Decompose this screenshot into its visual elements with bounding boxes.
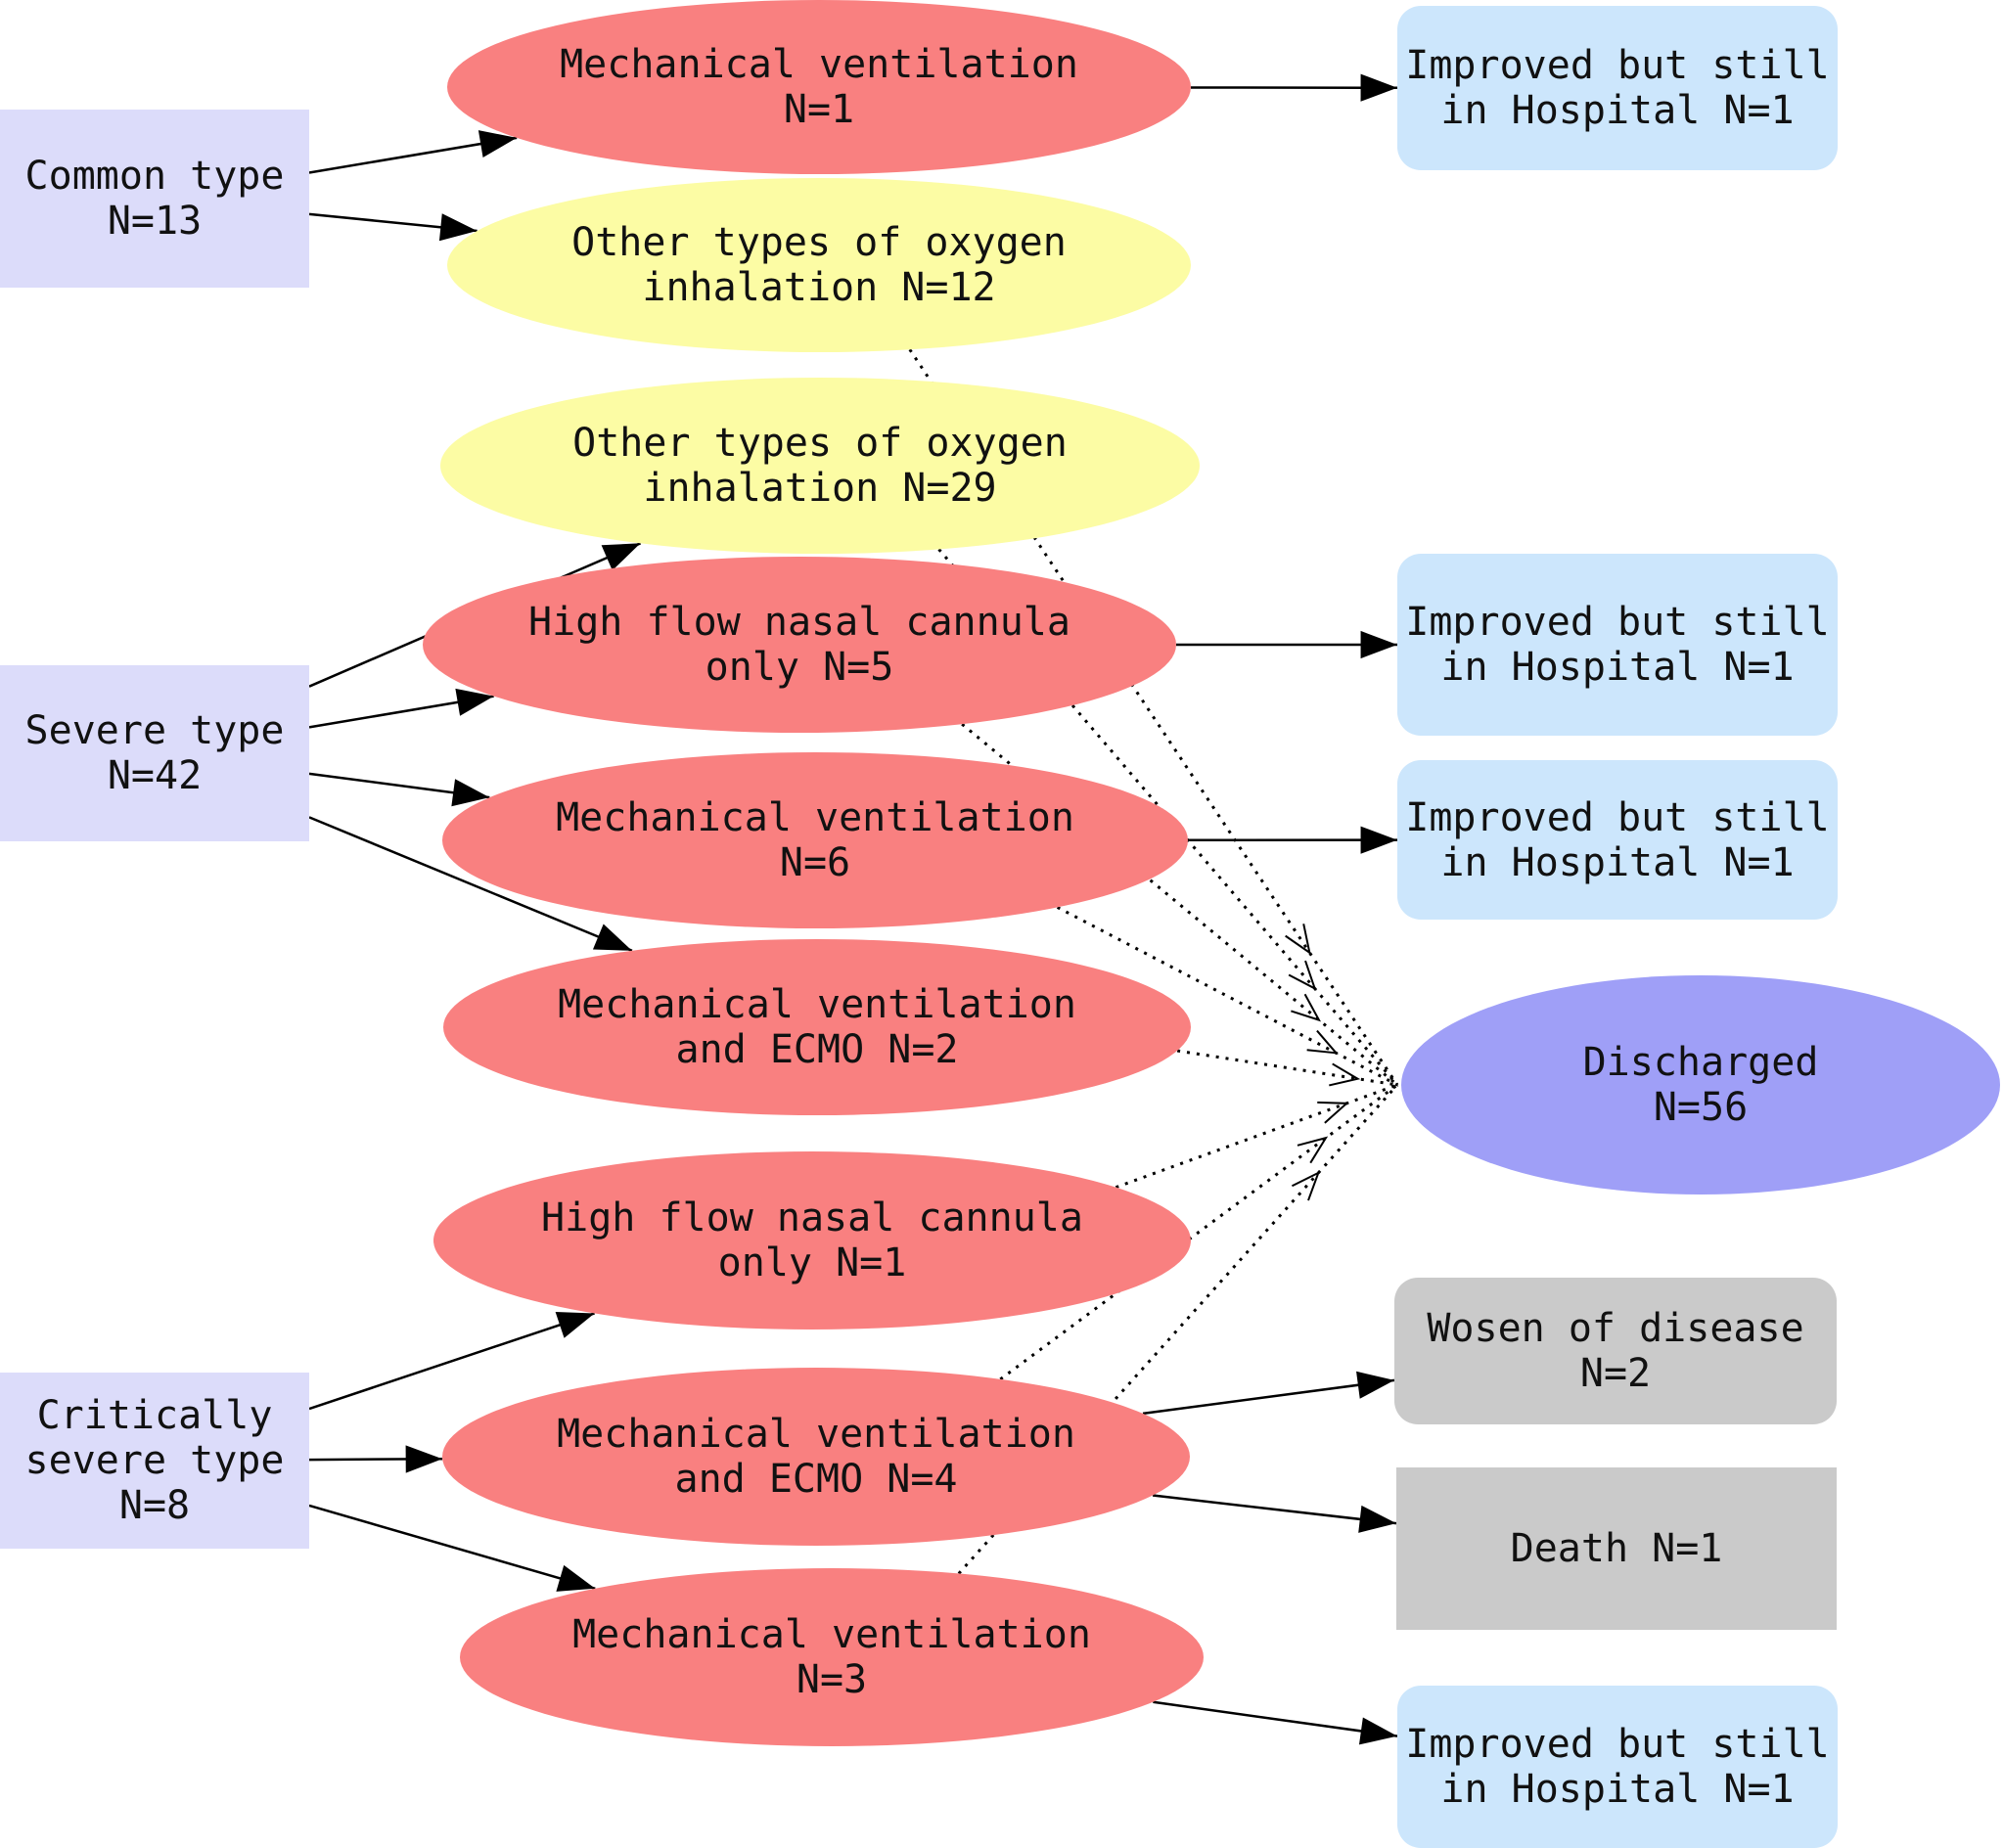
edge-s_hf-to-o_discharged bbox=[961, 723, 1398, 1087]
filled-arrowhead bbox=[1358, 1505, 1396, 1533]
critical-high-flow-nasal-node: High flow nasal cannula only N=1 bbox=[433, 1151, 1191, 1330]
open-arrowhead bbox=[1306, 1029, 1339, 1055]
edge-line bbox=[308, 816, 633, 952]
severe-high-flow-nasal-node: High flow nasal cannula only N=5 bbox=[423, 557, 1176, 733]
filled-arrowhead bbox=[1358, 1717, 1397, 1745]
edge-c_mv-to-o_imp1 bbox=[1190, 73, 1398, 102]
edge-s_hf-to-o_imp2 bbox=[1176, 630, 1397, 659]
severe-mechanical-ventilation-node: Mechanical ventilation N=6 bbox=[442, 752, 1188, 928]
critically-severe-type-node: Critically severe type N=8 bbox=[0, 1373, 309, 1549]
outcome-improved-node-1: Improved but still in Hospital N=1 bbox=[1397, 6, 1838, 170]
critical-ventilation-ecmo-node: Mechanical ventilation and ECMO N=4 bbox=[442, 1368, 1190, 1546]
edge-k_ecmo-to-o_worsen bbox=[1142, 1371, 1395, 1416]
open-arrowhead bbox=[1297, 1136, 1329, 1164]
edge-common-to-c_mv bbox=[308, 130, 518, 174]
open-arrowhead bbox=[1317, 1101, 1349, 1124]
open-arrowhead bbox=[1285, 924, 1311, 955]
filled-arrowhead bbox=[1360, 826, 1397, 854]
filled-arrowhead bbox=[1356, 1371, 1394, 1399]
open-arrowhead bbox=[1329, 1062, 1361, 1087]
edge-severe-to-s_mv bbox=[308, 772, 490, 807]
filled-arrowhead bbox=[556, 1564, 596, 1592]
open-arrowhead bbox=[1291, 1170, 1321, 1201]
edge-k_mv-to-o_imp4 bbox=[1153, 1700, 1398, 1745]
critical-mechanical-ventilation-node: Mechanical ventilation N=3 bbox=[460, 1568, 1204, 1746]
filled-arrowhead bbox=[555, 1311, 595, 1338]
common-type-node: Common type N=13 bbox=[0, 110, 309, 288]
edge-line bbox=[999, 1083, 1398, 1381]
edge-critical-to-k_ecmo bbox=[308, 1445, 443, 1473]
severe-other-oxygen-node: Other types of oxygen inhalation N=29 bbox=[440, 378, 1200, 554]
filled-arrowhead bbox=[451, 779, 490, 807]
severe-ventilation-ecmo-node: Mechanical ventilation and ECMO N=2 bbox=[443, 939, 1191, 1115]
edge-critical-to-k_mv bbox=[308, 1504, 596, 1592]
severe-type-node: Severe type N=42 bbox=[0, 665, 309, 841]
edge-line bbox=[1115, 1083, 1398, 1190]
edge-s_mv-to-o_discharged bbox=[1056, 906, 1398, 1087]
edge-severe-to-s_ecmo bbox=[308, 816, 633, 952]
filled-arrowhead bbox=[455, 688, 494, 716]
filled-arrowhead bbox=[601, 543, 641, 571]
edge-line bbox=[308, 1312, 595, 1411]
edge-k_hf-to-o_discharged bbox=[1115, 1083, 1398, 1190]
edge-line bbox=[961, 723, 1398, 1087]
outcome-improved-node-4: Improved but still in Hospital N=1 bbox=[1397, 1686, 1838, 1848]
filled-arrowhead bbox=[478, 130, 518, 158]
common-other-oxygen-node: Other types of oxygen inhalation N=12 bbox=[447, 178, 1191, 352]
edge-line bbox=[1142, 1378, 1395, 1416]
open-arrowhead bbox=[1291, 993, 1322, 1022]
outcome-death-node: Death N=1 bbox=[1396, 1467, 1837, 1630]
edge-s_mv-to-o_imp3 bbox=[1187, 826, 1398, 854]
filled-arrowhead bbox=[1360, 73, 1397, 102]
edge-s_ecmo-to-o_discharged bbox=[1176, 1049, 1398, 1087]
common-mechanical-ventilation-node: Mechanical ventilation N=1 bbox=[447, 0, 1191, 174]
edge-line bbox=[1152, 1494, 1397, 1525]
outcome-improved-node-2: Improved but still in Hospital N=1 bbox=[1397, 554, 1838, 736]
filled-arrowhead bbox=[438, 213, 478, 242]
filled-arrowhead bbox=[592, 924, 632, 951]
outcome-improved-node-3: Improved but still in Hospital N=1 bbox=[1397, 760, 1838, 920]
filled-arrowhead bbox=[405, 1445, 443, 1473]
filled-arrowhead bbox=[1360, 630, 1397, 659]
edge-line bbox=[1153, 1700, 1398, 1737]
edge-critical-to-k_hf bbox=[308, 1311, 595, 1411]
edge-severe-to-s_hf bbox=[308, 688, 494, 729]
edge-k_ecmo-to-o_death bbox=[1152, 1494, 1397, 1533]
outcome-discharged-node: Discharged N=56 bbox=[1401, 975, 2000, 1194]
edge-k_ecmo-to-o_discharged bbox=[999, 1083, 1398, 1381]
edge-common-to-c_ox bbox=[308, 212, 478, 242]
open-arrowhead bbox=[1288, 960, 1317, 991]
edge-line bbox=[308, 1504, 596, 1590]
outcome-worsen-node: Wosen of disease N=2 bbox=[1394, 1278, 1837, 1424]
